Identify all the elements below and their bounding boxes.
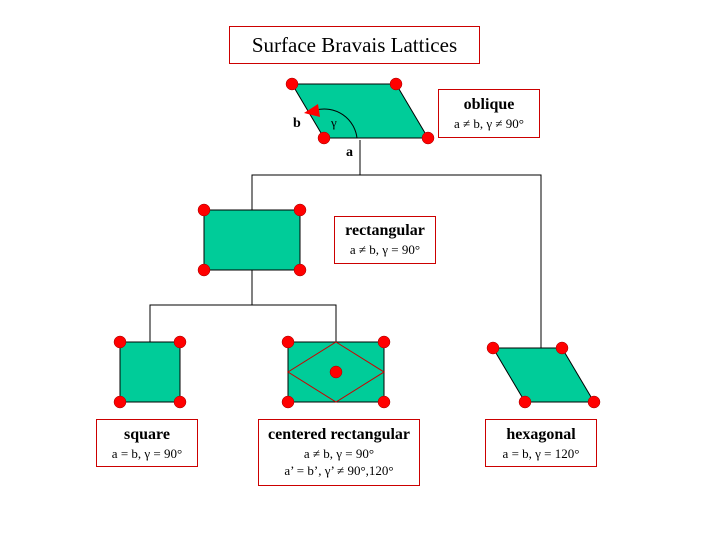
lattice-point: [173, 395, 187, 409]
rectangular-cell: [197, 203, 307, 277]
gamma-arrowhead: [304, 104, 320, 117]
rectangular-name: rectangular: [345, 222, 425, 239]
tree-connectors: [149, 140, 542, 348]
square-box: square a = b, γ = 90°: [96, 419, 198, 467]
diagram-title: Surface Bravais Lattices: [229, 26, 480, 64]
gamma-label: γ: [331, 115, 337, 130]
centered-rectangular-name: centered rectangular: [267, 426, 411, 443]
lattice-point: [421, 131, 435, 145]
centered-rectangular-cell: [281, 335, 391, 409]
square-cell: [113, 335, 187, 409]
lattice-point: [281, 335, 295, 349]
oblique-cell: [285, 77, 435, 145]
square-condition: a = b, γ = 90°: [111, 446, 183, 461]
hexagonal-condition: a = b, γ = 120°: [502, 446, 580, 461]
vector-b-label: b: [293, 116, 301, 131]
lattice-point: [486, 341, 500, 355]
centered-rectangular-box: centered rectangular a ≠ b, γ = 90° a’ =…: [258, 419, 420, 486]
hexagonal-parallelogram: [492, 347, 595, 403]
gamma-arc: [315, 108, 358, 139]
lattice-point: [293, 263, 307, 277]
rectangular-box: rectangular a ≠ b, γ = 90°: [334, 216, 436, 264]
rectangular-condition: a ≠ b, γ = 90°: [349, 242, 421, 257]
lattice-point: [389, 77, 403, 91]
oblique-condition: a ≠ b, γ ≠ 90°: [454, 116, 524, 131]
lattice-point: [113, 335, 127, 349]
lattice-point: [197, 263, 211, 277]
square-name: square: [124, 426, 170, 443]
lattice-point: [173, 335, 187, 349]
center-lattice-point: [329, 365, 343, 379]
hexagonal-name: hexagonal: [506, 426, 576, 443]
lattice-point: [293, 203, 307, 217]
centered-rectangular-condition-primitive: a’ = b’, γ’ ≠ 90°,120°: [284, 463, 394, 478]
lattice-point: [377, 335, 391, 349]
lattice-point: [285, 77, 299, 91]
lattice-point: [317, 131, 331, 145]
centered-rectangular-condition: a ≠ b, γ = 90°: [303, 446, 375, 461]
hexagonal-cell: [486, 341, 601, 409]
lattice-point: [281, 395, 295, 409]
lattice-point: [113, 395, 127, 409]
oblique-box: oblique a ≠ b, γ ≠ 90°: [438, 89, 540, 138]
lattice-point: [197, 203, 211, 217]
square-rect: [119, 341, 181, 403]
rectangular-rect: [203, 209, 301, 271]
vector-a-label: a: [346, 145, 353, 160]
centered-rectangular-primitive-cell: [287, 341, 385, 403]
lattice-point: [587, 395, 601, 409]
oblique-name: oblique: [463, 96, 515, 113]
connector-rect-branch: [149, 304, 337, 342]
lattice-point: [377, 395, 391, 409]
hexagonal-box: hexagonal a = b, γ = 120°: [485, 419, 597, 467]
lattice-point: [555, 341, 569, 355]
connector-oblique-branch: [251, 174, 542, 348]
lattice-point: [518, 395, 532, 409]
